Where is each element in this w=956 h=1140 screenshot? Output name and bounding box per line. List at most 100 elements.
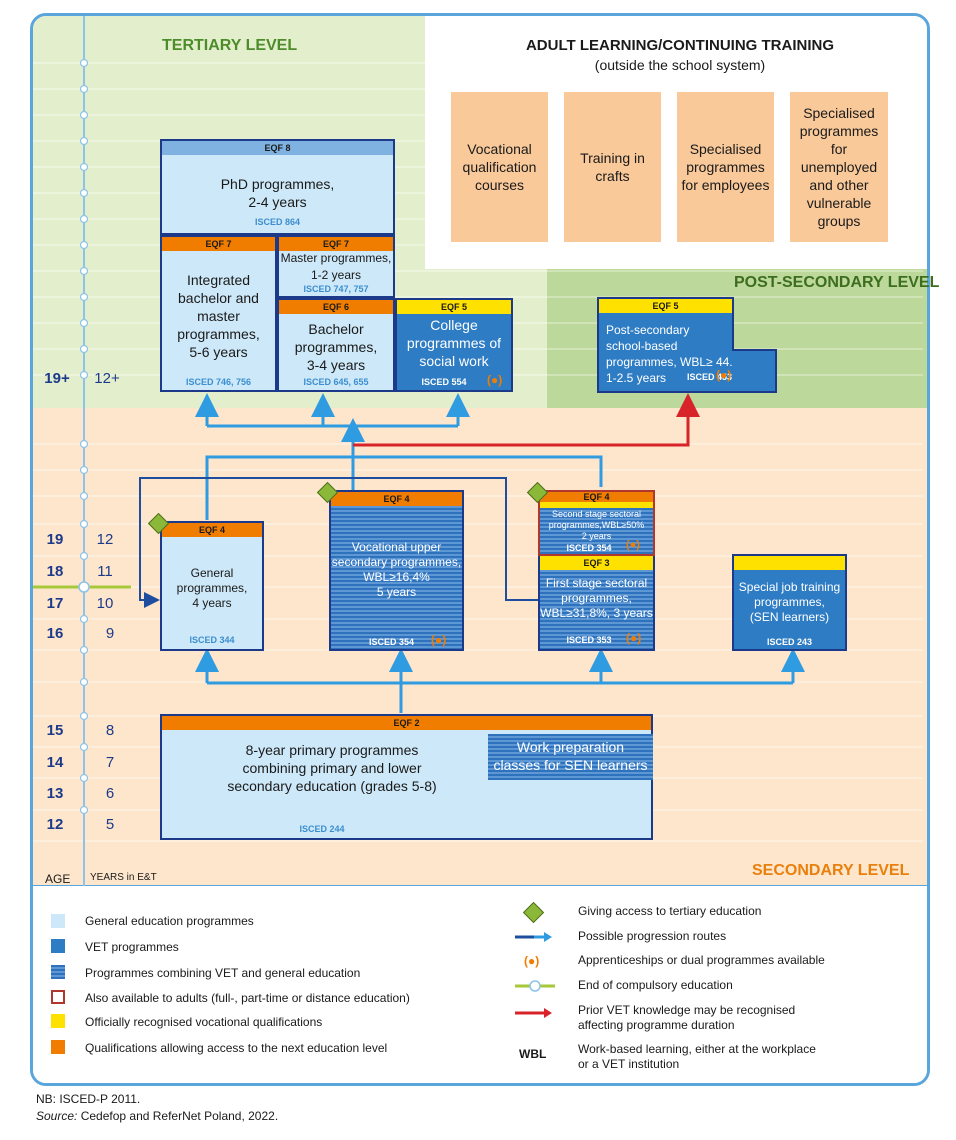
legend-wbl-abbr: WBL — [519, 1047, 547, 1061]
adult-learning-subtitle: (outside the school system) — [594, 57, 766, 73]
legend-red-arrow-icon — [515, 1008, 552, 1018]
footer-nb: NB: ISCED-P 2011. — [36, 1092, 141, 1106]
vocational-line3: WBL≥16,4% — [363, 570, 430, 584]
legend-progression: Possible progression routes — [578, 929, 727, 943]
postsec-line1: Post-secondary — [606, 323, 690, 337]
special-job-training-box: Special job training programmes, (SEN le… — [732, 554, 847, 651]
legend-adults: Also available to adults (full-, part-ti… — [85, 991, 410, 1005]
college-line1: College — [430, 317, 478, 333]
post-secondary-box: EQF 5 Post-secondary school-based progra… — [597, 297, 750, 393]
legend-dual: Apprenticeships or dual programmes avail… — [578, 953, 825, 967]
special-line2: programmes, — [754, 595, 825, 609]
age-row: 17 — [46, 595, 64, 612]
legend-tertiary-access: Giving access to tertiary education — [578, 904, 762, 918]
years-row: 12 — [96, 531, 114, 548]
isced-code: ISCED 244 — [299, 824, 345, 834]
isced-code: ISCED 864 — [254, 217, 301, 227]
isced-code: ISCED 243 — [766, 637, 813, 647]
bachelor-line1: Bachelor — [308, 321, 364, 337]
integrated-programmes-box: EQF 7 Integrated bachelor and master pro… — [160, 235, 277, 392]
isced-code: ISCED 554 — [421, 377, 467, 387]
postsec-line2: school-based — [606, 339, 678, 353]
isced-code: ISCED 747, 757 — [303, 284, 369, 294]
legend-combined: Programmes combining VET and general edu… — [85, 966, 361, 980]
age-row: 14 — [46, 754, 64, 771]
secondary-level-title: SECONDARY LEVEL — [752, 862, 910, 879]
general-line3: 4 years — [192, 596, 232, 610]
years-row: 8 — [105, 722, 115, 739]
age-row: 16 — [46, 625, 64, 642]
work-preparation-box: Work preparation classes for SEN learner… — [488, 734, 653, 780]
primary-programmes-box: EQF 2 8-year primary programmes combinin… — [160, 714, 653, 840]
source-text: Cedefop and ReferNet Poland, 2022. — [77, 1109, 279, 1123]
isced-code: ISCED 354 — [566, 543, 612, 553]
swatch-general — [51, 914, 65, 928]
footer-source: Source: Cedefop and ReferNet Poland, 202… — [36, 1109, 278, 1123]
legend-compulsory-end: End of compulsory education — [578, 978, 733, 992]
master-line2: 1-2 years — [310, 268, 362, 282]
eqf-badge: EQF 5 — [599, 299, 732, 313]
primary-line1: 8-year primary programmes — [245, 742, 419, 758]
legend-compulsory-end-icon — [515, 980, 555, 992]
adult-box-employees: Specialised programmes for employees — [677, 92, 774, 242]
years-top: 12+ — [94, 370, 120, 387]
years-row: 7 — [105, 754, 115, 771]
legend-qualifications: Officially recognised vocational qualifi… — [85, 1015, 323, 1029]
swatch-combined — [51, 965, 65, 979]
integrated-line3: master — [197, 308, 240, 324]
eqf-badge: EQF 3 — [540, 556, 653, 570]
integrated-line2: bachelor and — [178, 290, 259, 306]
tertiary-level-title: TERTIARY LEVEL — [162, 37, 298, 54]
legend-prior-vet-2: affecting programme duration — [578, 1018, 735, 1032]
swatch-access — [51, 1040, 65, 1054]
integrated-line4: programmes, — [177, 326, 260, 342]
isced-code: ISCED 354 — [368, 637, 415, 647]
general-line1: General — [190, 566, 234, 580]
second-stage-line3: 2 years — [581, 531, 612, 541]
first-stage-line3: WBL≥31,8%, 3 years — [540, 606, 653, 620]
master-line1: Master programmes, — [280, 251, 392, 265]
college-programmes-box: EQF 5 College programmes of social work … — [395, 298, 513, 392]
eqf-badge: EQF 8 — [162, 141, 393, 155]
progression-arrows — [139, 393, 805, 713]
years-row: 10 — [96, 595, 114, 612]
years-row: 11 — [97, 563, 113, 580]
age-top: 19+ — [44, 370, 70, 387]
isced-code: ISCED 353 — [566, 635, 612, 645]
age-row: 13 — [46, 785, 64, 802]
years-row: 6 — [105, 785, 115, 802]
vocational-line4: 5 years — [376, 585, 417, 599]
bachelor-line3: 3-4 years — [306, 357, 366, 373]
age-row: 19 — [46, 531, 64, 548]
legend-wbl-2: or a VET institution — [578, 1057, 680, 1071]
legend-general: General education programmes — [85, 914, 254, 928]
first-stage-sectoral-box: EQF 3 First stage sectoral programmes, W… — [538, 556, 655, 651]
legend-zone — [33, 885, 927, 1083]
legend-vet: VET programmes — [85, 940, 179, 954]
dual-marker: (●) — [431, 633, 447, 647]
legend-progression-arrow-icon — [515, 932, 552, 942]
years-row: 9 — [105, 625, 115, 642]
post-secondary-level-title: POST-SECONDARY LEVEL — [734, 274, 940, 291]
master-programmes-box: EQF 7 Master programmes, 1-2 years ISCED… — [277, 235, 395, 298]
bachelor-line2: programmes, — [294, 339, 378, 355]
eqf-badge: EQF 7 — [162, 237, 275, 251]
legend-access: Qualifications allowing access to the ne… — [85, 1041, 388, 1055]
years-row: 5 — [105, 816, 115, 833]
college-line3: social work — [419, 353, 489, 369]
swatch-vet — [51, 939, 65, 953]
eqf-badge: EQF 7 — [279, 237, 393, 251]
eqf-badge: EQF 2 — [162, 716, 651, 730]
age-row: 15 — [46, 722, 64, 739]
eqf-badge: EQF 5 — [397, 300, 511, 314]
bachelor-programmes-box: EQF 6 Bachelor programmes, 3-4 years ISC… — [277, 298, 395, 392]
adult-box-crafts: Training in crafts — [564, 92, 661, 242]
workprep-line1: Work preparation — [516, 739, 625, 755]
special-line3: (SEN learners) — [749, 610, 830, 624]
legend-prior-vet-1: Prior VET knowledge may be recognised — [578, 1003, 796, 1017]
vocational-line2: secondary programmes, — [331, 555, 462, 569]
workprep-line2: classes for SEN learners — [493, 757, 648, 773]
adult-learning-title: ADULT LEARNING/CONTINUING TRAINING — [525, 37, 835, 54]
postsec-line3: programmes, WBL≥ 44.6% — [606, 355, 750, 369]
isced-code: ISCED 746, 756 — [185, 377, 252, 387]
